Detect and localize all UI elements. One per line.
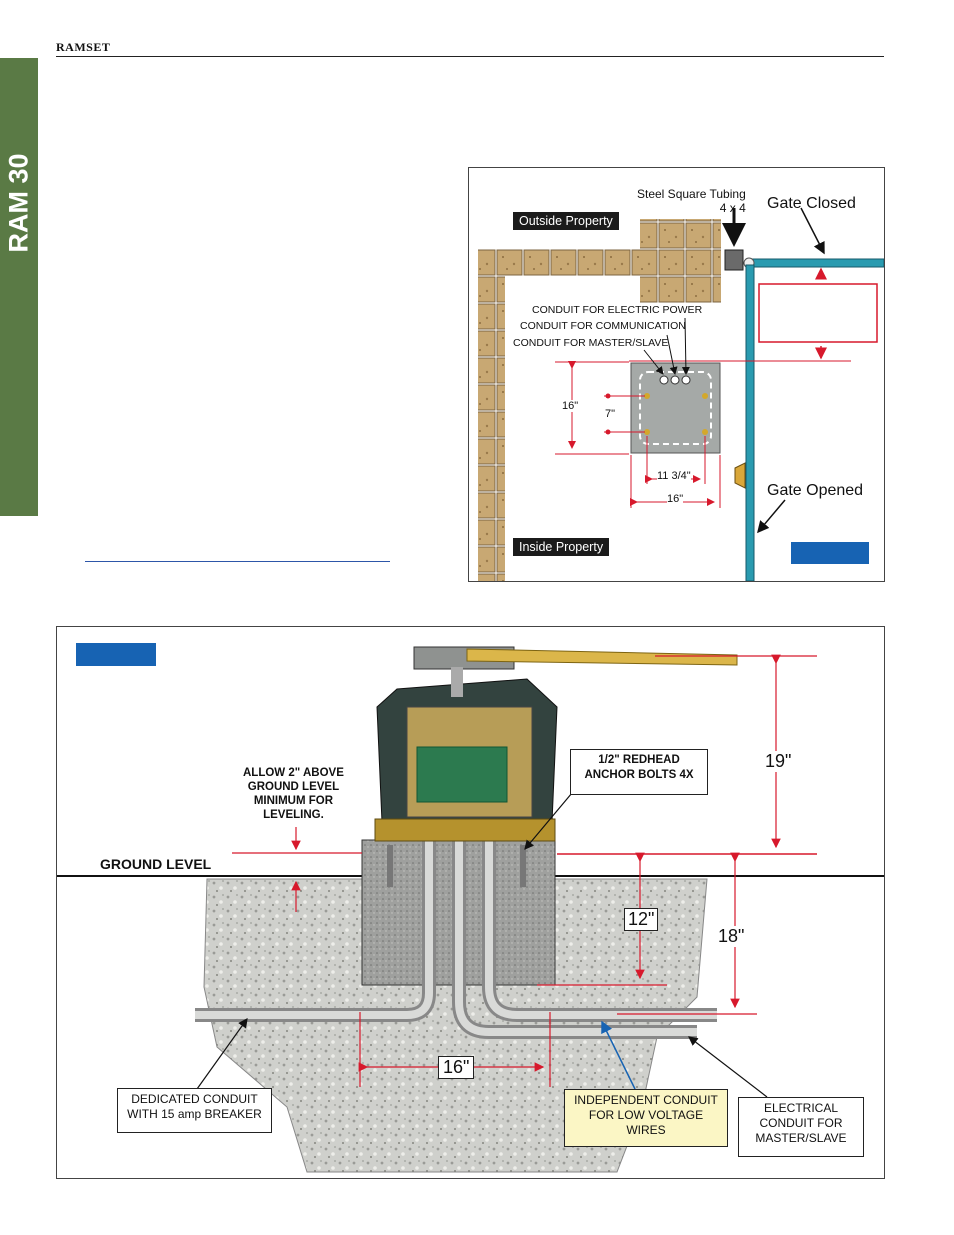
dim-19-label: 19" (765, 751, 792, 772)
dim-11-3-4: 11 3/4" (657, 470, 691, 482)
gate-arm (466, 648, 738, 666)
tubing-label: Steel Square Tubing 4 x 4 (637, 187, 746, 215)
wall-bricks-block (640, 219, 721, 303)
dim-18-label: 18" (718, 926, 745, 947)
plan-view-drawing (478, 207, 884, 581)
dim-12-label: 12" (624, 908, 659, 931)
anchor-bolts-callout: 1/2" REDHEAD ANCHOR BOLTS 4X (570, 749, 708, 795)
dim-16-label: 16" (438, 1056, 475, 1079)
link-underline[interactable] (85, 561, 390, 562)
dim-16-horizontal: 16" (667, 493, 684, 505)
inside-property-label: Inside Property (513, 538, 610, 556)
gate-closed-label: Gate Closed (767, 195, 856, 212)
gate-opened-label: Gate Opened (767, 482, 864, 499)
conduit-master-label: CONDUIT FOR MASTER/SLAVE (513, 337, 669, 349)
ground-level-label: GROUND LEVEL (100, 856, 212, 872)
independent-conduit-callout: INDEPENDENT CONDUIT FOR LOW VOLTAGE WIRE… (564, 1089, 728, 1147)
dim-7: 7" (605, 408, 616, 420)
figure-number-box (791, 542, 869, 564)
side-tab: RAM 30 (0, 58, 38, 516)
conduit-comm-label: CONDUIT FOR COMMUNICATION (520, 320, 686, 332)
electrical-conduit-callout: ELECTRICAL CONDUIT FOR MASTER/SLAVE (738, 1097, 864, 1157)
plan-view-diagram: Steel Square Tubing 4 x 4 Gate Closed Ga… (468, 167, 885, 582)
side-tab-title: RAM 30 (3, 153, 34, 253)
gate-closed-bar (750, 258, 884, 268)
clearance-box (758, 283, 878, 343)
outside-property-label: Outside Property (513, 212, 619, 230)
header-rule (56, 56, 884, 57)
steel-tubing (724, 249, 744, 271)
brand-name: RAMSET (56, 40, 111, 54)
conduit-power-label: CONDUIT FOR ELECTRIC POWER (532, 304, 703, 316)
allow-note: ALLOW 2" ABOVE GROUND LEVEL MINIMUM FOR … (243, 767, 344, 821)
section-view-diagram: ALLOW 2" ABOVE GROUND LEVEL MINIMUM FOR … (56, 626, 885, 1179)
wall-bricks-vertical (478, 276, 505, 581)
gate-opened-bar (745, 264, 755, 581)
figure-number-box (76, 643, 156, 666)
dim-16-vertical: 16" (562, 400, 579, 412)
section-view-drawing (57, 646, 884, 1173)
dedicated-conduit-callout: DEDICATED CONDUIT WITH 15 amp BREAKER (117, 1088, 272, 1133)
